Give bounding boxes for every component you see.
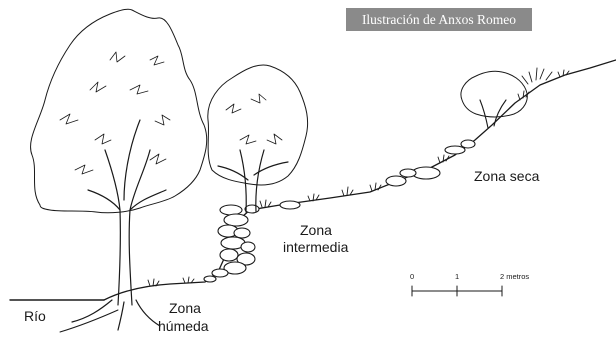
label-intermediate-zone-line1: Zona [300,222,332,238]
large-tree [30,8,208,331]
river [9,299,119,333]
slope-stones [279,139,476,210]
label-wet-zone-line2: húmeda [158,318,209,334]
scale-bar [411,285,503,297]
label-dry-zone: Zona seca [474,168,540,184]
label-intermediate-zone-line2: intermedia [283,239,349,255]
medium-tree [207,64,309,213]
grass-tufts [147,69,570,287]
stone-wall [203,204,260,283]
scale-label-1: 1 [455,272,460,281]
label-wet-zone-line1: Zona [169,300,201,316]
label-river: Río [24,308,46,324]
dry-shrub [460,67,553,129]
scale-label-2-metros: 2 metros [500,272,530,281]
scale-label-0: 0 [410,272,415,281]
illustration-credit: Ilustración de Anxos Romeo [346,8,532,31]
